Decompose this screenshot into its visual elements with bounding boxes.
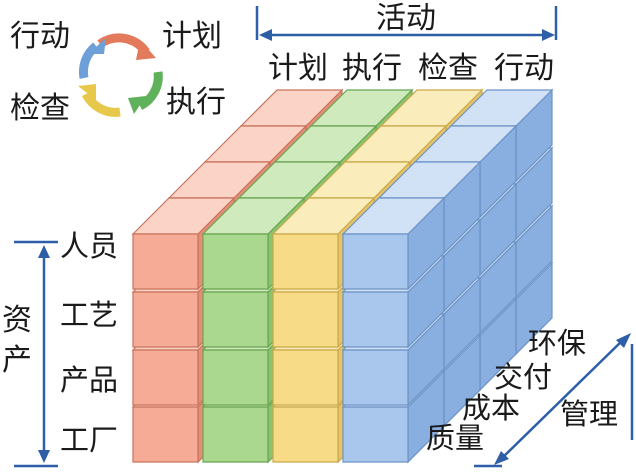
block-c3-r3-d0-front [342,406,409,463]
activities-bracket [255,6,558,41]
block-c1-r0-d0-front [202,233,269,290]
block-c2-r3-d0-front [272,406,339,463]
assets-bracket [14,240,58,468]
block-c3-r1-d0-front [342,291,409,348]
block-c0-r2-d0-front [132,349,199,406]
asset-product: 产品 [60,363,118,397]
block-c3-r2-d0-front [342,349,409,406]
assets-title-1: 资 [2,303,32,338]
block-c0-r1-d0-front [132,291,199,348]
activity-act: 行动 [494,51,554,86]
activity-plan: 计划 [268,51,328,86]
block-c1-r2-d0-front [202,349,269,406]
block-c0-r0-d0-front [132,233,199,290]
pdca-cycle-icon [78,33,163,117]
cycle-label-plan: 计划 [162,19,222,54]
cube-blocks [131,88,554,464]
block-c0-r3-d0-front [132,406,199,463]
block-c3-r0-d0-front [342,233,409,290]
management-title: 管理 [560,397,618,431]
cycle-label-act: 行动 [10,19,70,54]
cycle-arrowhead-act [88,38,106,54]
cycle-label-check: 检查 [10,91,70,126]
asset-people: 人员 [60,229,118,263]
cycle-arrowhead-plan [136,40,156,60]
block-c2-r0-d0-front [272,233,339,290]
mgmt-quality: 质量 [426,421,484,455]
activities-title: 活动 [376,1,436,36]
cycle-arrow-act [78,42,99,79]
block-c1-r1-d0-front [202,291,269,348]
mgmt-cost: 成本 [462,391,520,425]
cycle-arrowhead-check [78,84,96,100]
block-c2-r1-d0-front [272,291,339,348]
block-c1-r3-d0-front [202,406,269,463]
mgmt-env: 环保 [528,326,586,360]
mgmt-delivery: 交付 [494,360,552,394]
asset-plant: 工厂 [60,423,118,457]
cycle-arrowhead-do [128,96,146,114]
asset-process: 工艺 [60,298,118,332]
activity-do: 执行 [342,51,402,86]
cycle-arrow-check [81,91,121,117]
assets-title-2: 产 [2,343,32,378]
cycle-arrow-do [137,71,163,111]
block-c2-r2-d0-front [272,349,339,406]
cycle-label-do: 执行 [166,85,226,120]
management-bracket [474,333,634,468]
activity-check: 检查 [418,51,478,86]
